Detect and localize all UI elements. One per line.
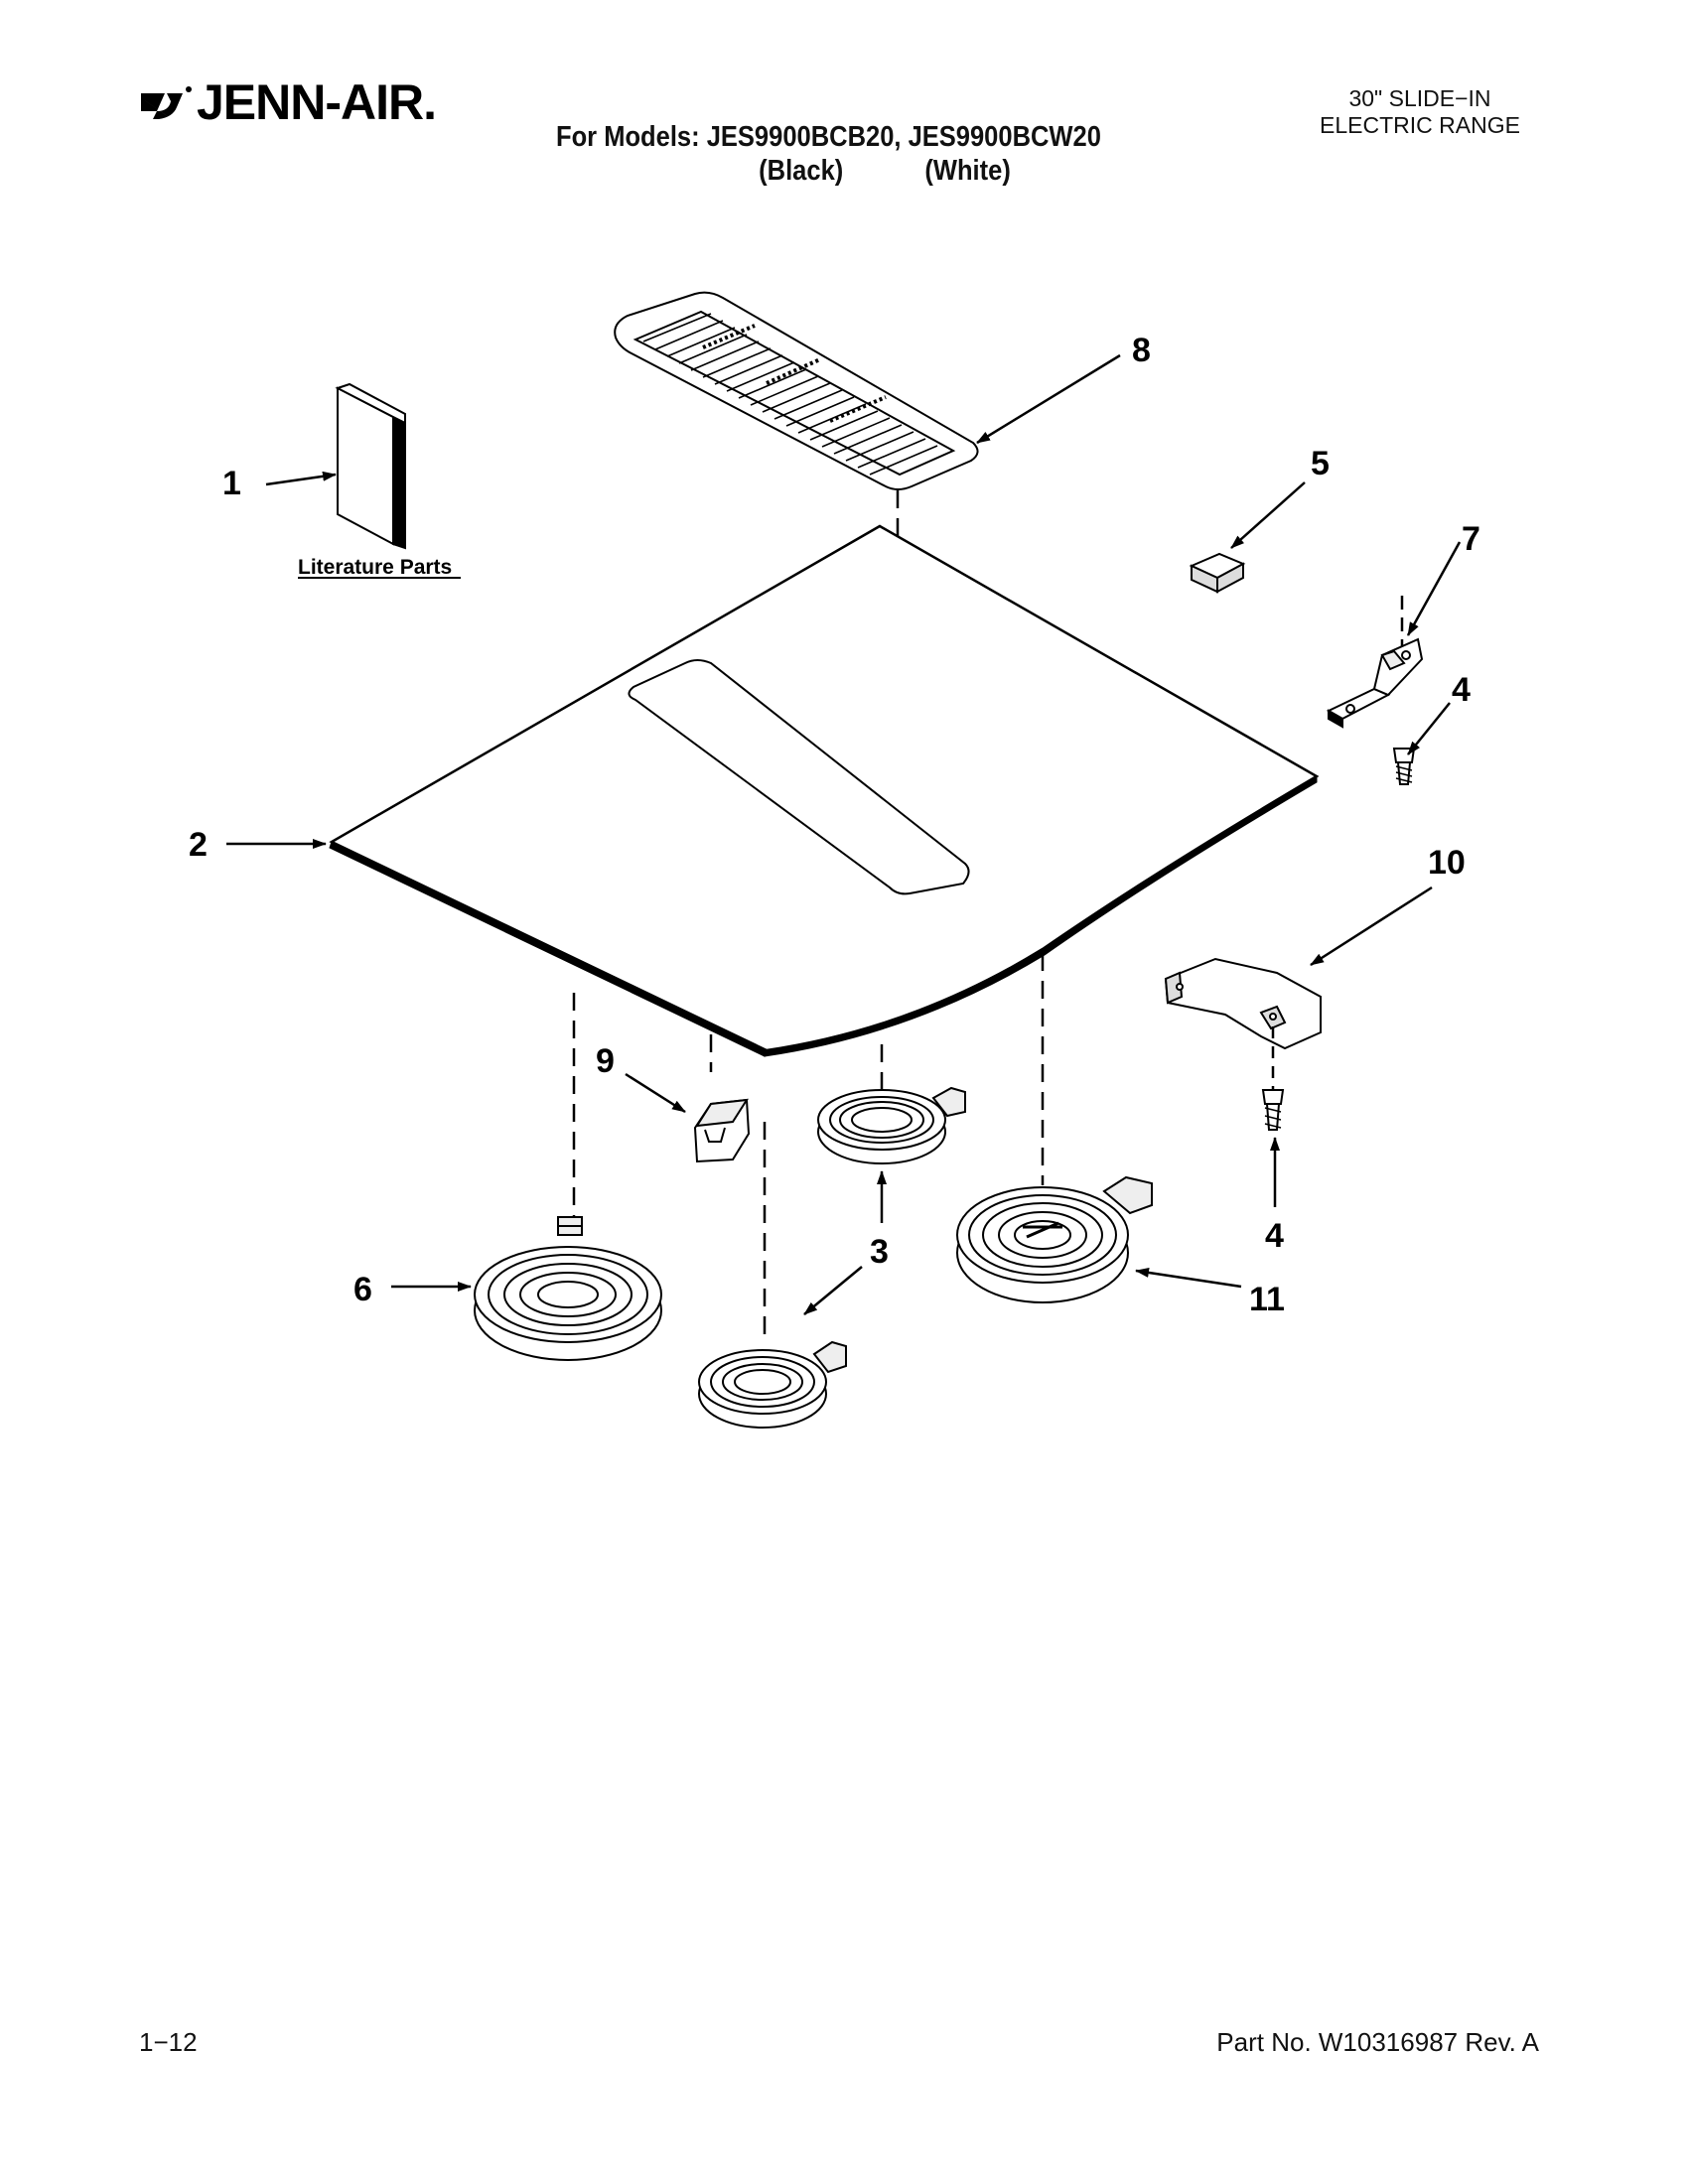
screw-lower [1261, 1089, 1285, 1131]
callout-arrows [226, 353, 1462, 1315]
product-line-1: 30" SLIDE−IN [1348, 85, 1491, 111]
cushion-pad [1189, 552, 1246, 594]
color-white-label: (White) [924, 155, 1011, 187]
radiant-element-front-small [698, 1340, 847, 1429]
product-description: 30" SLIDE−IN ELECTRIC RANGE [1301, 85, 1539, 139]
part-number: Part No. W10316987 Rev. A [1216, 2027, 1539, 2057]
callout-6: 6 [353, 1271, 372, 1308]
literature-parts-label: Literature Parts [298, 556, 452, 579]
arrow-10 [1310, 886, 1433, 967]
radiant-element-rear-small [817, 1086, 966, 1164]
brand-mark-icon [141, 86, 192, 119]
callout-10: 10 [1428, 844, 1466, 882]
arrow-5 [1230, 481, 1306, 549]
callout-9: 9 [596, 1042, 615, 1080]
radiant-element-right-large [956, 1175, 1153, 1303]
arrow-1 [265, 471, 337, 486]
models-line: For Models: JES9900BCB20, JES9900BCW20 [556, 121, 1101, 153]
hold-down-bracket [1326, 596, 1424, 729]
arrow-7 [1406, 541, 1462, 636]
callout-4-upper: 4 [1452, 671, 1471, 709]
vent-grille [614, 291, 979, 490]
models-heading: For Models: JES9900BCB20, JES9900BCW20 (… [556, 121, 1101, 187]
wire-shield [1164, 957, 1322, 1090]
callout-1: 1 [222, 465, 241, 502]
arrow-8 [976, 353, 1121, 445]
callout-8: 8 [1132, 332, 1151, 369]
callout-2: 2 [189, 826, 208, 864]
cooktop-glass [0, 0, 1320, 1057]
literature-book [335, 382, 406, 550]
callout-5: 5 [1311, 445, 1330, 482]
color-black-label: (Black) [759, 155, 844, 187]
arrow-11 [1135, 1267, 1242, 1289]
brand-name: JENN-AIR. [197, 74, 437, 130]
radiant-element-left-large [474, 1216, 662, 1361]
product-line-2: ELECTRIC RANGE [1320, 112, 1520, 138]
screw-upper [1392, 748, 1416, 785]
arrow-4-upper [1407, 702, 1451, 755]
page-number: 1−12 [139, 2027, 198, 2057]
callout-3-rear: 3 [870, 1233, 889, 1271]
callout-7: 7 [1462, 520, 1480, 558]
element-clip [693, 1098, 751, 1163]
brand-logo: JENN-AIR. [139, 71, 477, 133]
callout-11: 11 [1249, 1281, 1285, 1318]
callout-4-lower: 4 [1265, 1217, 1284, 1255]
arrow-3-front [803, 1266, 863, 1315]
arrow-9 [625, 1072, 686, 1114]
